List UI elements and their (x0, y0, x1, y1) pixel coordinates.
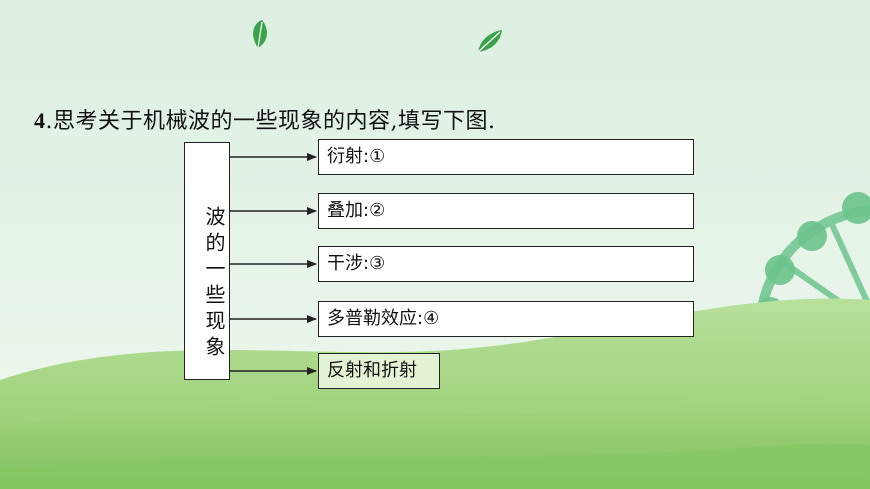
question-text: 4.思考关于机械波的一些现象的内容,填写下图. (34, 103, 495, 135)
root-concept-box: 波的一些现象 (184, 142, 230, 380)
item-box-interference: 干涉:③ (318, 246, 694, 282)
item-box-doppler: 多普勒效应:④ (318, 301, 694, 337)
leaf-icon (477, 30, 502, 53)
item-box-diffraction: 衍射:① (318, 139, 694, 175)
item-box-reflection-refraction: 反射和折射 (318, 353, 440, 389)
item-box-superposition: 叠加:② (318, 193, 694, 229)
root-concept-label: 波的一些现象 (202, 206, 226, 362)
question-body: .思考关于机械波的一些现象的内容,填写下图. (45, 109, 496, 134)
leaf-icon (253, 20, 267, 49)
question-number: 4 (34, 108, 46, 133)
